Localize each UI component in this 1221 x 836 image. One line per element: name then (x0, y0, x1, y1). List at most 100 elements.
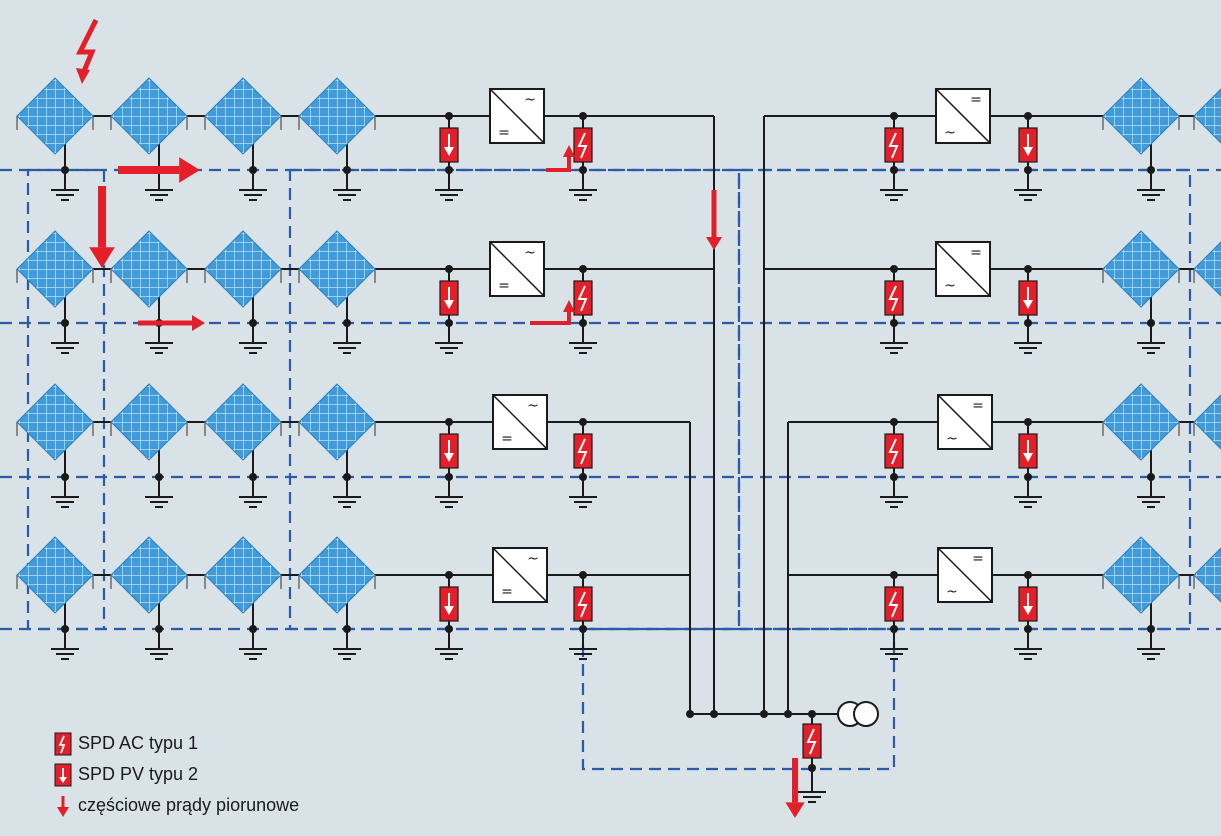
ground-icon (434, 496, 464, 508)
junction-dot (445, 166, 453, 174)
ground-icon (879, 342, 909, 354)
ground-icon (568, 496, 598, 508)
ground-icon (879, 496, 909, 508)
ground-icon (879, 189, 909, 201)
dc-symbol: = (972, 551, 984, 567)
ground-icon (332, 342, 362, 354)
junction-dot (61, 625, 69, 633)
ground-icon (144, 648, 174, 660)
inverter-diagonal (492, 547, 548, 603)
junction-dot (343, 473, 351, 481)
legend: SPD AC typu 1 SPD PV typu 2 częściowe pr… (54, 728, 299, 821)
ground-icon (238, 496, 268, 508)
pv-panel (204, 230, 282, 308)
spd-ac-type1 (884, 433, 904, 469)
ground-icon (238, 648, 268, 660)
lightning-strike-icon (75, 18, 99, 77)
junction-dot (343, 319, 351, 327)
zone-boundary-transformer (581, 627, 896, 771)
junction-dot (760, 710, 768, 718)
junction-dot (1147, 319, 1155, 327)
junction-dot (579, 625, 587, 633)
junction-dot (784, 710, 792, 718)
pv-panel (298, 77, 376, 155)
ground-icon (1013, 342, 1043, 354)
pv-panel (1193, 383, 1221, 461)
ground-icon (568, 189, 598, 201)
pv-panel (204, 536, 282, 614)
ground-icon (434, 342, 464, 354)
ac-symbol: ~ (944, 125, 956, 141)
junction-dot (890, 319, 898, 327)
lightning-icon (577, 132, 588, 159)
pv-panel (16, 77, 94, 155)
junction-dot (61, 166, 69, 174)
lightning-icon (806, 728, 817, 755)
spd-ac-type1 (573, 127, 593, 163)
legend-label-spd-ac: SPD AC typu 1 (78, 733, 199, 753)
ac-symbol: ~ (527, 398, 539, 414)
junction-dot (61, 319, 69, 327)
pv-panel (204, 383, 282, 461)
arrowhead-icon (1023, 606, 1033, 615)
inverter: ~= (489, 241, 545, 297)
ac-symbol: ~ (524, 245, 536, 261)
legend-item: SPD PV typu 2 (54, 759, 299, 790)
pv-panel (298, 383, 376, 461)
spd-ac-type1 (884, 280, 904, 316)
junction-dot (890, 166, 898, 174)
spd-ac-type1 (573, 433, 593, 469)
ac-symbol: ~ (527, 551, 539, 567)
ground-icon (238, 342, 268, 354)
junction-dot (445, 625, 453, 633)
inverter: =~ (937, 394, 993, 450)
spd-pv-type2 (439, 433, 459, 469)
legend-label-partial-currents: częściowe prądy piorunowe (78, 795, 300, 815)
junction-dot (1024, 625, 1032, 633)
spd-ac-type1 (884, 586, 904, 622)
junction-dot (445, 473, 453, 481)
partial-current-arrow-head (179, 157, 200, 183)
partial-current-path (546, 155, 571, 172)
ground-icon (568, 342, 598, 354)
spd-pv-type2 (439, 127, 459, 163)
ac-symbol: ~ (946, 431, 958, 447)
partial-current-arrow-head (706, 237, 722, 250)
inverter: =~ (935, 241, 991, 297)
lightning-icon (577, 591, 588, 618)
arrowhead-icon (1023, 453, 1033, 462)
ground-icon (332, 189, 362, 201)
dc-symbol: = (972, 398, 984, 414)
junction-dot (249, 319, 257, 327)
junction-dot (579, 473, 587, 481)
lightning-icon (577, 285, 588, 312)
pv-panel (204, 77, 282, 155)
junction-dot (686, 710, 694, 718)
inverter: =~ (937, 547, 993, 603)
pv-panel (110, 383, 188, 461)
arrowhead-icon (444, 147, 454, 156)
junction-dot (1147, 166, 1155, 174)
arrowhead-icon (444, 606, 454, 615)
spd-pv-type2 (1018, 586, 1038, 622)
arrowhead-icon (444, 300, 454, 309)
spd-pv-type2 (439, 280, 459, 316)
ground-icon (1013, 189, 1043, 201)
arrowhead-icon (1023, 147, 1033, 156)
ground-icon (1136, 648, 1166, 660)
junction-dot (579, 166, 587, 174)
lightning-icon (888, 591, 899, 618)
ac-symbol: ~ (524, 92, 536, 108)
lightning-icon (888, 285, 899, 312)
spd-ac-type1 (573, 586, 593, 622)
ground-icon (238, 189, 268, 201)
junction-dot (890, 473, 898, 481)
ac-symbol: ~ (946, 584, 958, 600)
pv-panel (298, 536, 376, 614)
lightning-icon (888, 438, 899, 465)
inverter: ~= (492, 394, 548, 450)
transformer-winding (853, 701, 879, 727)
ground-icon (434, 648, 464, 660)
